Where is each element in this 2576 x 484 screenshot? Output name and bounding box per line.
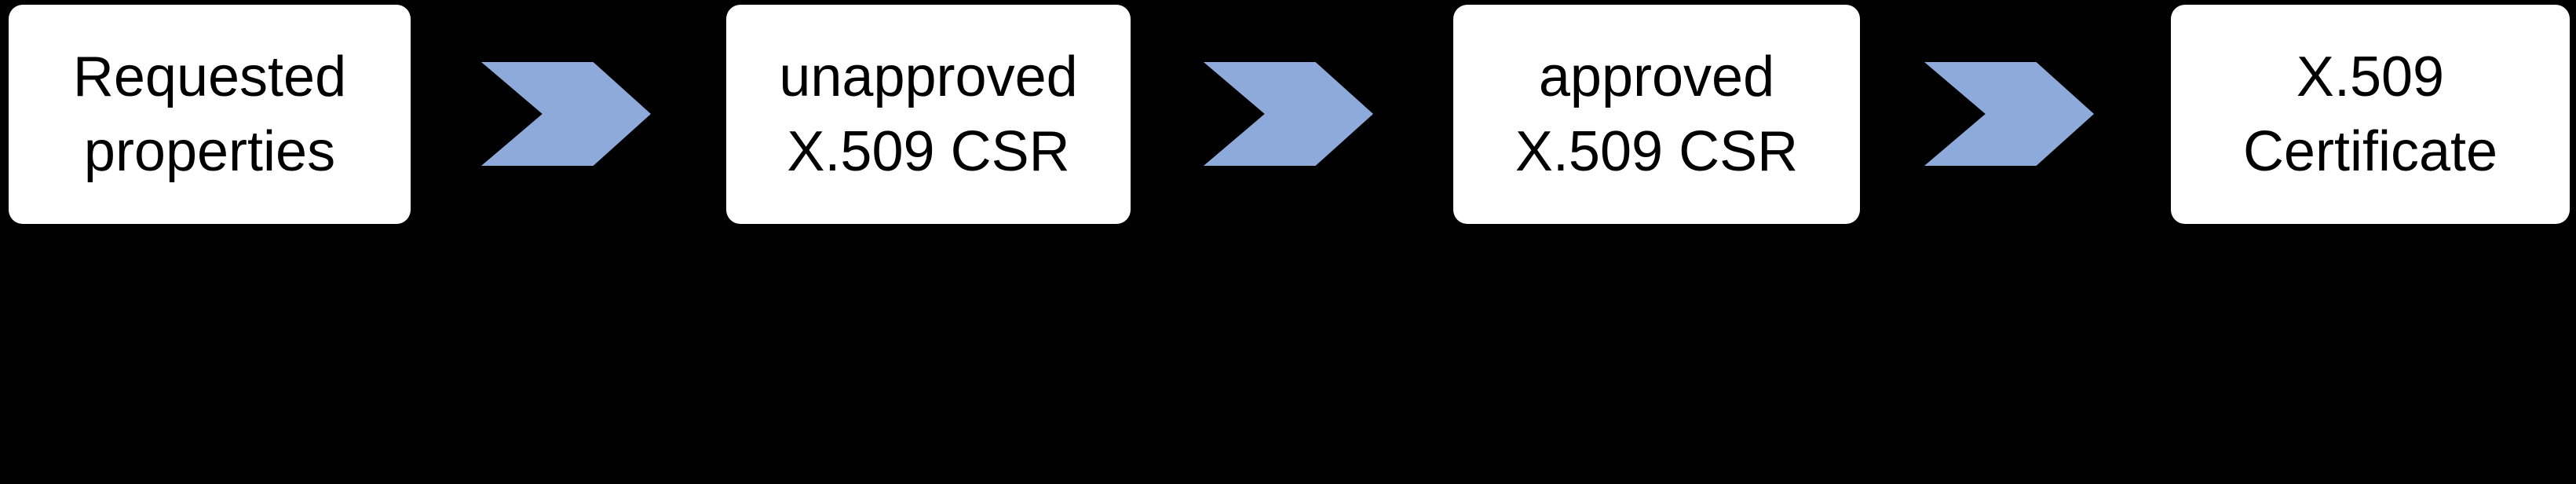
chevron-right-icon [481, 62, 651, 166]
step-label-line: properties [83, 119, 336, 183]
step-label-line: X.509 CSR [1515, 119, 1799, 183]
chevron-right-icon [1924, 62, 2094, 166]
step-label-line: X.509 [2296, 45, 2445, 108]
flow-step-requested-properties: Requested properties [9, 5, 411, 224]
flow-step-approved-csr: approved X.509 CSR [1453, 5, 1860, 224]
flow-step-unapproved-csr: unapproved X.509 CSR [726, 5, 1131, 224]
step-label-line: unapproved [779, 45, 1078, 108]
chevron-right-icon [1204, 62, 1373, 166]
step-label-line: Requested [72, 45, 347, 108]
step-label-line: approved [1538, 45, 1775, 108]
flow-step-certificate: X.509 Certificate [2171, 5, 2570, 224]
step-label-line: Certificate [2242, 119, 2498, 183]
step-label-line: X.509 CSR [787, 119, 1070, 183]
